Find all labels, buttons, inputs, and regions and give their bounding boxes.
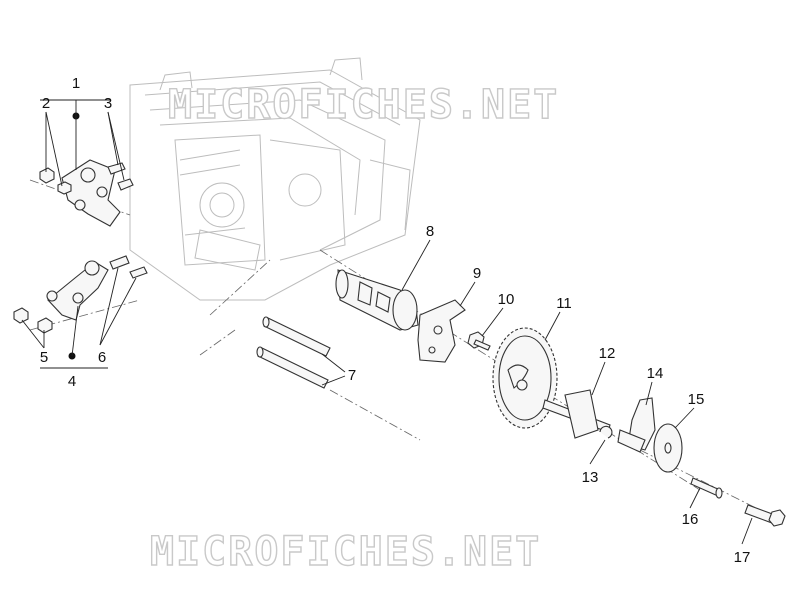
callout-15: 15 (688, 391, 705, 408)
callout-3: 3 (104, 95, 112, 112)
callout-11: 11 (556, 295, 572, 312)
cylinder-head-ghost (129, 57, 421, 301)
callout-7: 7 (348, 367, 356, 384)
retaining-plate (417, 299, 466, 363)
camshaft (335, 269, 419, 331)
callout-12: 12 (599, 345, 616, 362)
leader-lines (21, 99, 753, 545)
callout-8: 8 (426, 223, 434, 240)
watermark-top: MICROFICHES.NET (168, 82, 559, 128)
watermark-bottom: MICROFICHES.NET (150, 529, 541, 575)
callout-6: 6 (98, 349, 106, 366)
rocker-shafts (256, 316, 331, 389)
callout-9: 9 (473, 265, 481, 282)
callout-1: 1 (72, 75, 80, 92)
bolt-10 (467, 331, 491, 351)
callout-labels: 1 2 3 4 5 6 7 8 9 10 11 12 13 14 15 16 1… (40, 75, 751, 566)
callout-17: 17 (734, 549, 751, 566)
washer (653, 423, 683, 473)
pin-16 (690, 477, 723, 499)
callout-4: 4 (68, 373, 76, 390)
clip-13 (599, 425, 613, 439)
bolt-17 (744, 504, 786, 527)
callout-5: 5 (40, 349, 48, 366)
callout-14: 14 (647, 365, 664, 382)
decompressor-shaft (542, 389, 611, 439)
decompressor-weight (617, 397, 656, 453)
lower-rocker-arm (13, 255, 148, 334)
callout-13: 13 (582, 469, 599, 486)
callout-10: 10 (498, 291, 515, 308)
upper-rocker-arm (39, 159, 134, 227)
cam-sprocket (492, 327, 558, 429)
callout-2: 2 (42, 95, 50, 112)
callout-16: 16 (682, 511, 699, 528)
